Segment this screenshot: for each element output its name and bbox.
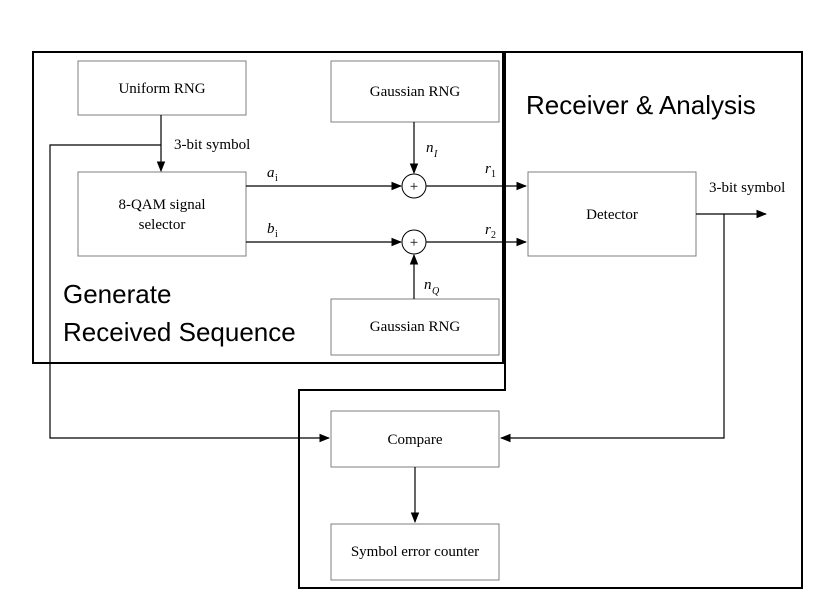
detector-block: Detector — [527, 171, 697, 257]
gaussian-rng-bottom-block: Gaussian RNG — [330, 298, 500, 356]
signal-nQ-label: n Q — [424, 277, 440, 297]
symbol-in-label: 3-bit symbol — [174, 137, 250, 153]
signal-a-label: a i — [267, 165, 278, 184]
svg-text:i: i — [275, 229, 278, 240]
receiver-frame — [298, 51, 803, 589]
generate-frame — [32, 51, 504, 364]
qam-selector-block: 8-QAM signal selector — [77, 171, 247, 257]
generate-title-line1: Generate — [63, 279, 171, 309]
uniform-rng-block: Uniform RNG — [77, 60, 247, 116]
svg-text:a: a — [267, 165, 275, 181]
detector-label: Detector — [586, 207, 638, 223]
gaussian-rng-top-block: Gaussian RNG — [330, 60, 500, 123]
symbol-out-label: 3-bit symbol — [709, 180, 785, 196]
svg-text:+: + — [410, 235, 418, 251]
sum-junction-q: + — [401, 229, 427, 255]
uniform-rng-label: Uniform RNG — [118, 81, 205, 97]
svg-text:i: i — [275, 173, 278, 184]
svg-text:r: r — [485, 222, 491, 238]
signal-r1-label: r 1 — [485, 161, 496, 180]
compare-label: Compare — [388, 432, 443, 448]
wire-symbol-to-compare — [49, 144, 331, 443]
signal-b-label: b i — [267, 221, 278, 240]
gaussian-rng-bottom-label: Gaussian RNG — [370, 319, 461, 335]
gaussian-rng-top-label: Gaussian RNG — [370, 84, 461, 100]
compare-block: Compare — [330, 410, 500, 468]
svg-text:+: + — [410, 179, 418, 195]
svg-text:1: 1 — [491, 169, 496, 180]
svg-text:b: b — [267, 221, 275, 237]
qam-selector-label-line2: selector — [139, 217, 186, 233]
svg-text:n: n — [424, 277, 432, 293]
svg-text:2: 2 — [491, 230, 496, 241]
receiver-title: Receiver & Analysis — [526, 90, 756, 120]
signal-nI-label: n I — [426, 140, 438, 160]
qam-selector-label-line1: 8-QAM signal — [118, 197, 205, 213]
svg-text:n: n — [426, 140, 434, 156]
signal-r2-label: r 2 — [485, 222, 496, 241]
svg-text:Q: Q — [432, 286, 440, 297]
generate-title-line2: Received Sequence — [63, 317, 296, 347]
wire-detector-to-compare — [499, 214, 725, 443]
error-counter-block: Symbol error counter — [330, 523, 500, 581]
error-counter-label: Symbol error counter — [351, 544, 479, 560]
svg-text:I: I — [433, 149, 438, 160]
svg-text:r: r — [485, 161, 491, 177]
sum-junction-i: + — [401, 173, 427, 199]
